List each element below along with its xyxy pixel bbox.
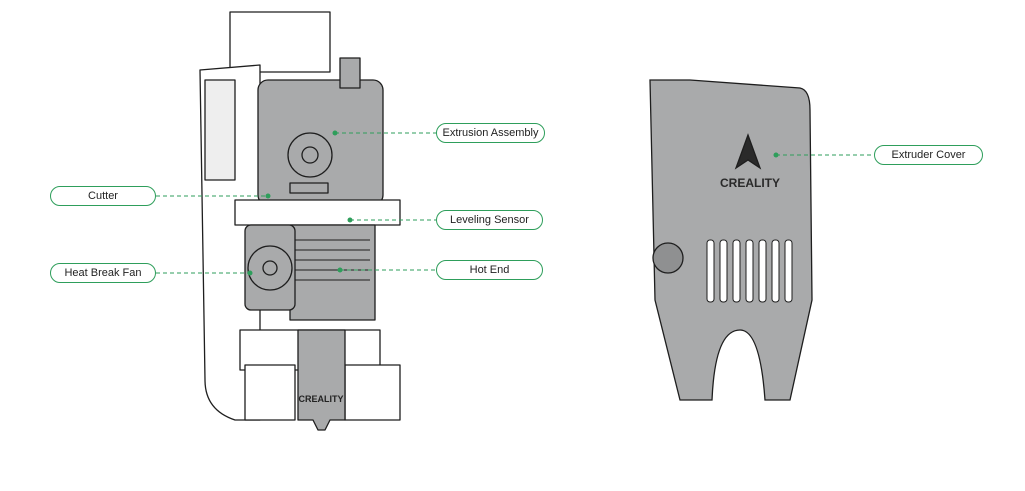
leader-lines [156, 132, 874, 274]
extruder-assembly-drawing: CREALITY [199, 11, 401, 431]
label-leveling-sensor: Leveling Sensor [436, 210, 543, 230]
label-extruder-cover: Extruder Cover [874, 145, 983, 165]
label-cutter: Cutter [50, 186, 156, 206]
hotend-logo-text: CREALITY [299, 394, 344, 404]
extruder-cover-drawing: CREALITY [649, 79, 813, 401]
label-heat-break-fan: Heat Break Fan [50, 263, 156, 283]
creality-logo-icon [734, 133, 762, 170]
label-hot-end: Hot End [436, 260, 543, 280]
cover-logo-text: CREALITY [720, 176, 780, 190]
leader-dots [247, 130, 779, 276]
label-extrusion-assembly: Extrusion Assembly [436, 123, 545, 143]
